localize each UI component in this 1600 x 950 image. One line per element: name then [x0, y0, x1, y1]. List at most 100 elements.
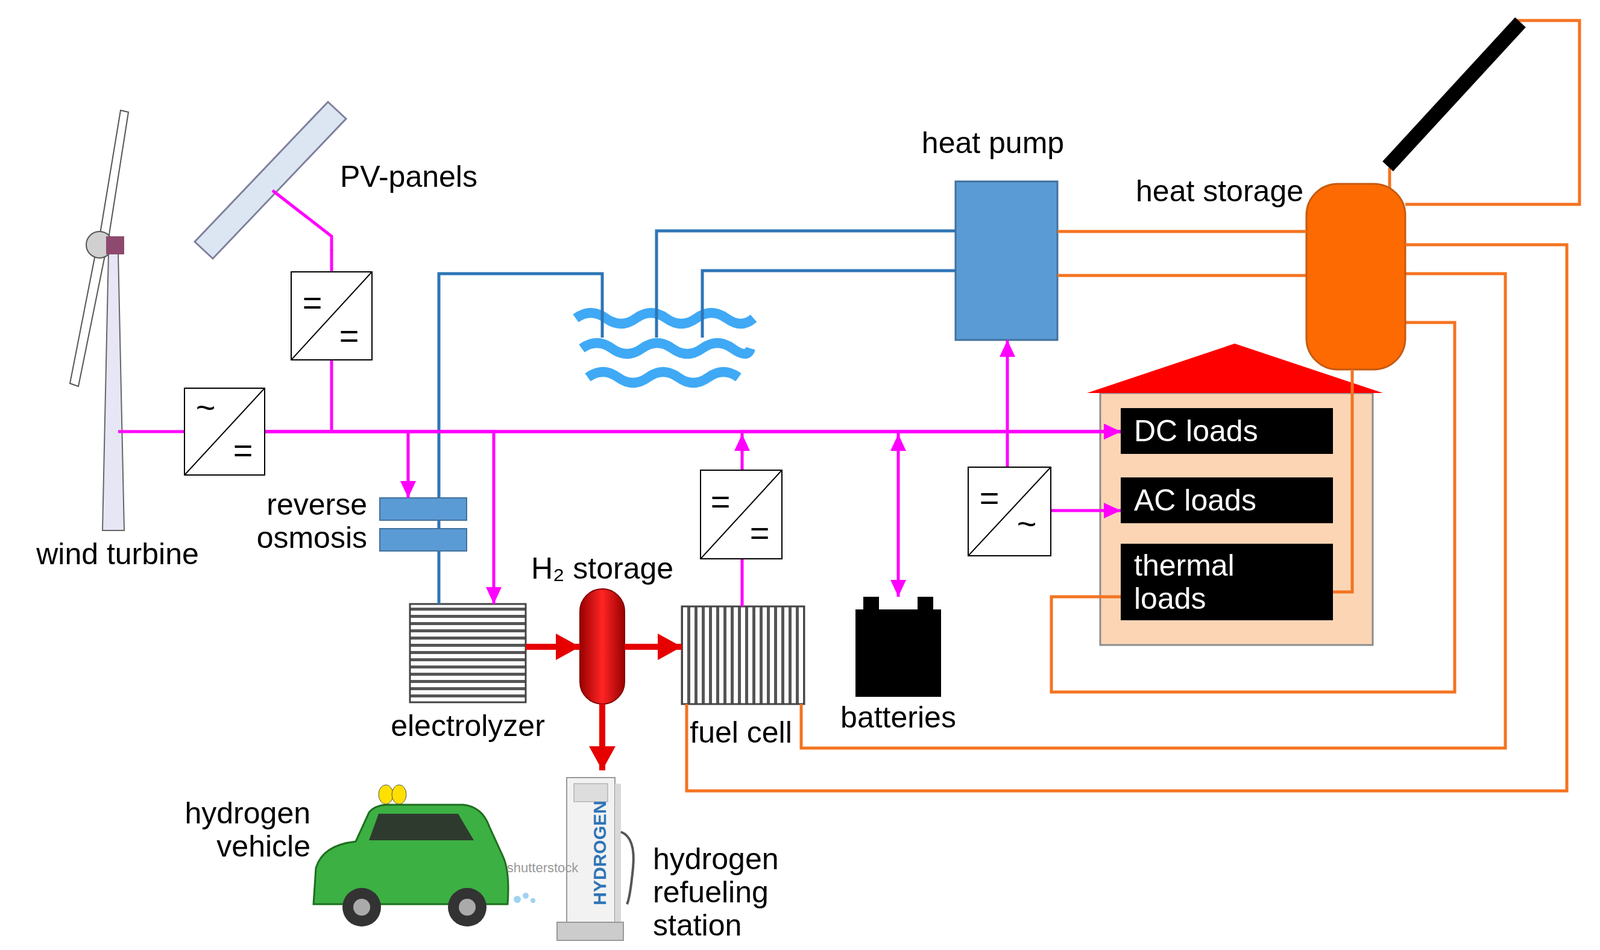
water-body [581, 343, 751, 354]
hydrogen-vehicle-drawing [368, 813, 474, 841]
fuel-cell-drawing [681, 606, 805, 705]
heat-pipes [1051, 322, 1455, 693]
hydrogen-flow [525, 643, 580, 650]
wind-turbine-drawing [118, 430, 131, 434]
heat-pump: heat pump [955, 181, 1058, 341]
hydrogen-vehicle-drawing [530, 898, 536, 904]
heat-storage: heat storage [1306, 183, 1406, 370]
heat-pipes [1388, 167, 1392, 189]
wind-turbine: wind turbine [72, 110, 130, 531]
converter-symbol: = [302, 285, 323, 320]
power-line [740, 559, 744, 607]
power-line [742, 431, 1121, 470]
ac-dc-converter: ~= [183, 387, 266, 476]
hydrogen-vehicle-drawing [353, 898, 371, 916]
load-box: AC loads [1120, 477, 1333, 524]
water-pipes [656, 230, 957, 338]
heat-pipe [686, 244, 1567, 791]
node-label: heat storage [1135, 174, 1304, 208]
hydrogen-tank [579, 588, 625, 705]
converter-diagonal [291, 272, 372, 360]
power-line [1006, 340, 1010, 467]
wind-turbine-drawing [106, 236, 125, 255]
power-line [129, 430, 184, 434]
water-body [587, 371, 739, 383]
hydrogen-storage: H₂ storage [579, 588, 625, 705]
converter-symbol: ~ [195, 390, 216, 425]
node-label: reverse osmosis [256, 488, 368, 555]
converter-symbol: = [749, 516, 770, 550]
converter-symbol: = [710, 484, 731, 519]
fuel-cell: fuel cell [681, 606, 805, 705]
hydrogen-tank [579, 588, 625, 705]
wind-turbine-drawing [98, 110, 129, 243]
heat-pump-drawing [955, 181, 1058, 341]
node-label: fuel cell [689, 716, 793, 750]
house-drawing [1086, 343, 1383, 646]
hydrogen-vehicle: hydrogen vehicle [313, 806, 511, 924]
hydrogen-vehicle-drawing [342, 888, 382, 927]
converter-symbol: = [979, 481, 1000, 515]
wind-turbine-drawing [102, 253, 125, 531]
hydrogen-flow [599, 704, 606, 771]
water-pipes [438, 230, 957, 530]
hydrogen-vehicle-drawing [378, 784, 394, 805]
reverse-osmosis: reverse osmosis [379, 497, 467, 552]
dc-dc-converter: == [699, 469, 783, 560]
battery-drawing [917, 596, 934, 611]
bus-arrowheads [734, 434, 907, 451]
converter-diagonal [701, 470, 782, 559]
dc-ac-inverter: =~ [967, 466, 1052, 557]
hydrogen-vehicle-drawing [313, 804, 509, 905]
house: DC loads AC loads thermal loads [1100, 393, 1373, 646]
load-box: thermal loads [1120, 543, 1333, 621]
node-label: heat pump [921, 126, 1065, 160]
battery-drawing [855, 596, 942, 697]
node-label: AC loads [1133, 484, 1257, 518]
battery-drawing [855, 609, 942, 697]
node-label: batteries [840, 701, 957, 735]
converter-symbol: = [339, 318, 360, 353]
connector-group [129, 231, 1567, 791]
hydrogen-vehicle-drawing [513, 895, 521, 904]
house-drawing [1100, 393, 1373, 646]
wind-turbine-drawing [69, 110, 131, 531]
power-line [331, 360, 1121, 432]
refueling-station: hydrogen refueling station [551, 770, 623, 946]
pv-panel-drawing [194, 101, 347, 259]
pv-panel-drawing [194, 101, 347, 259]
batteries: batteries [855, 596, 942, 697]
hydrogen-vehicle-drawing [447, 888, 487, 927]
battery-drawing [863, 596, 879, 611]
electrolyzer-drawing [409, 604, 526, 703]
node-label: hydrogen vehicle [185, 796, 312, 864]
refueling-pump-drawing [614, 783, 621, 923]
heat-storage-tank [1306, 183, 1406, 370]
reverse-osmosis-drawing [379, 528, 467, 552]
pv-panels: PV-panels [203, 110, 338, 251]
reverse-osmosis-drawing [379, 497, 467, 521]
refueling-pump-drawing [573, 783, 608, 802]
power-line [898, 431, 1121, 597]
dc-dc-converter: == [290, 271, 373, 361]
node-label: DC loads [1133, 414, 1259, 448]
water-pipes [438, 273, 603, 498]
water-pipes [437, 519, 441, 530]
node-label: electrolyzer [390, 709, 545, 743]
node-label: wind turbine [36, 537, 199, 571]
load-box: DC loads [1120, 408, 1333, 454]
hydrogen-flow [624, 643, 682, 650]
refueling-pump-drawing [557, 922, 624, 941]
heat-storage-tank [1306, 183, 1406, 370]
watermark: shutterstock [507, 860, 579, 876]
power-line [1051, 509, 1121, 513]
reverse-osmosis-drawing [379, 497, 467, 552]
heat-pump-drawing [955, 181, 1058, 341]
hydrogen-vehicle-drawing [391, 784, 407, 805]
converter-diagonal [968, 467, 1051, 556]
heat-pipes [801, 20, 1580, 749]
converter-diagonal [185, 388, 265, 475]
node-label: H₂ storage [531, 552, 674, 586]
refueling-pump-drawing [557, 777, 634, 941]
